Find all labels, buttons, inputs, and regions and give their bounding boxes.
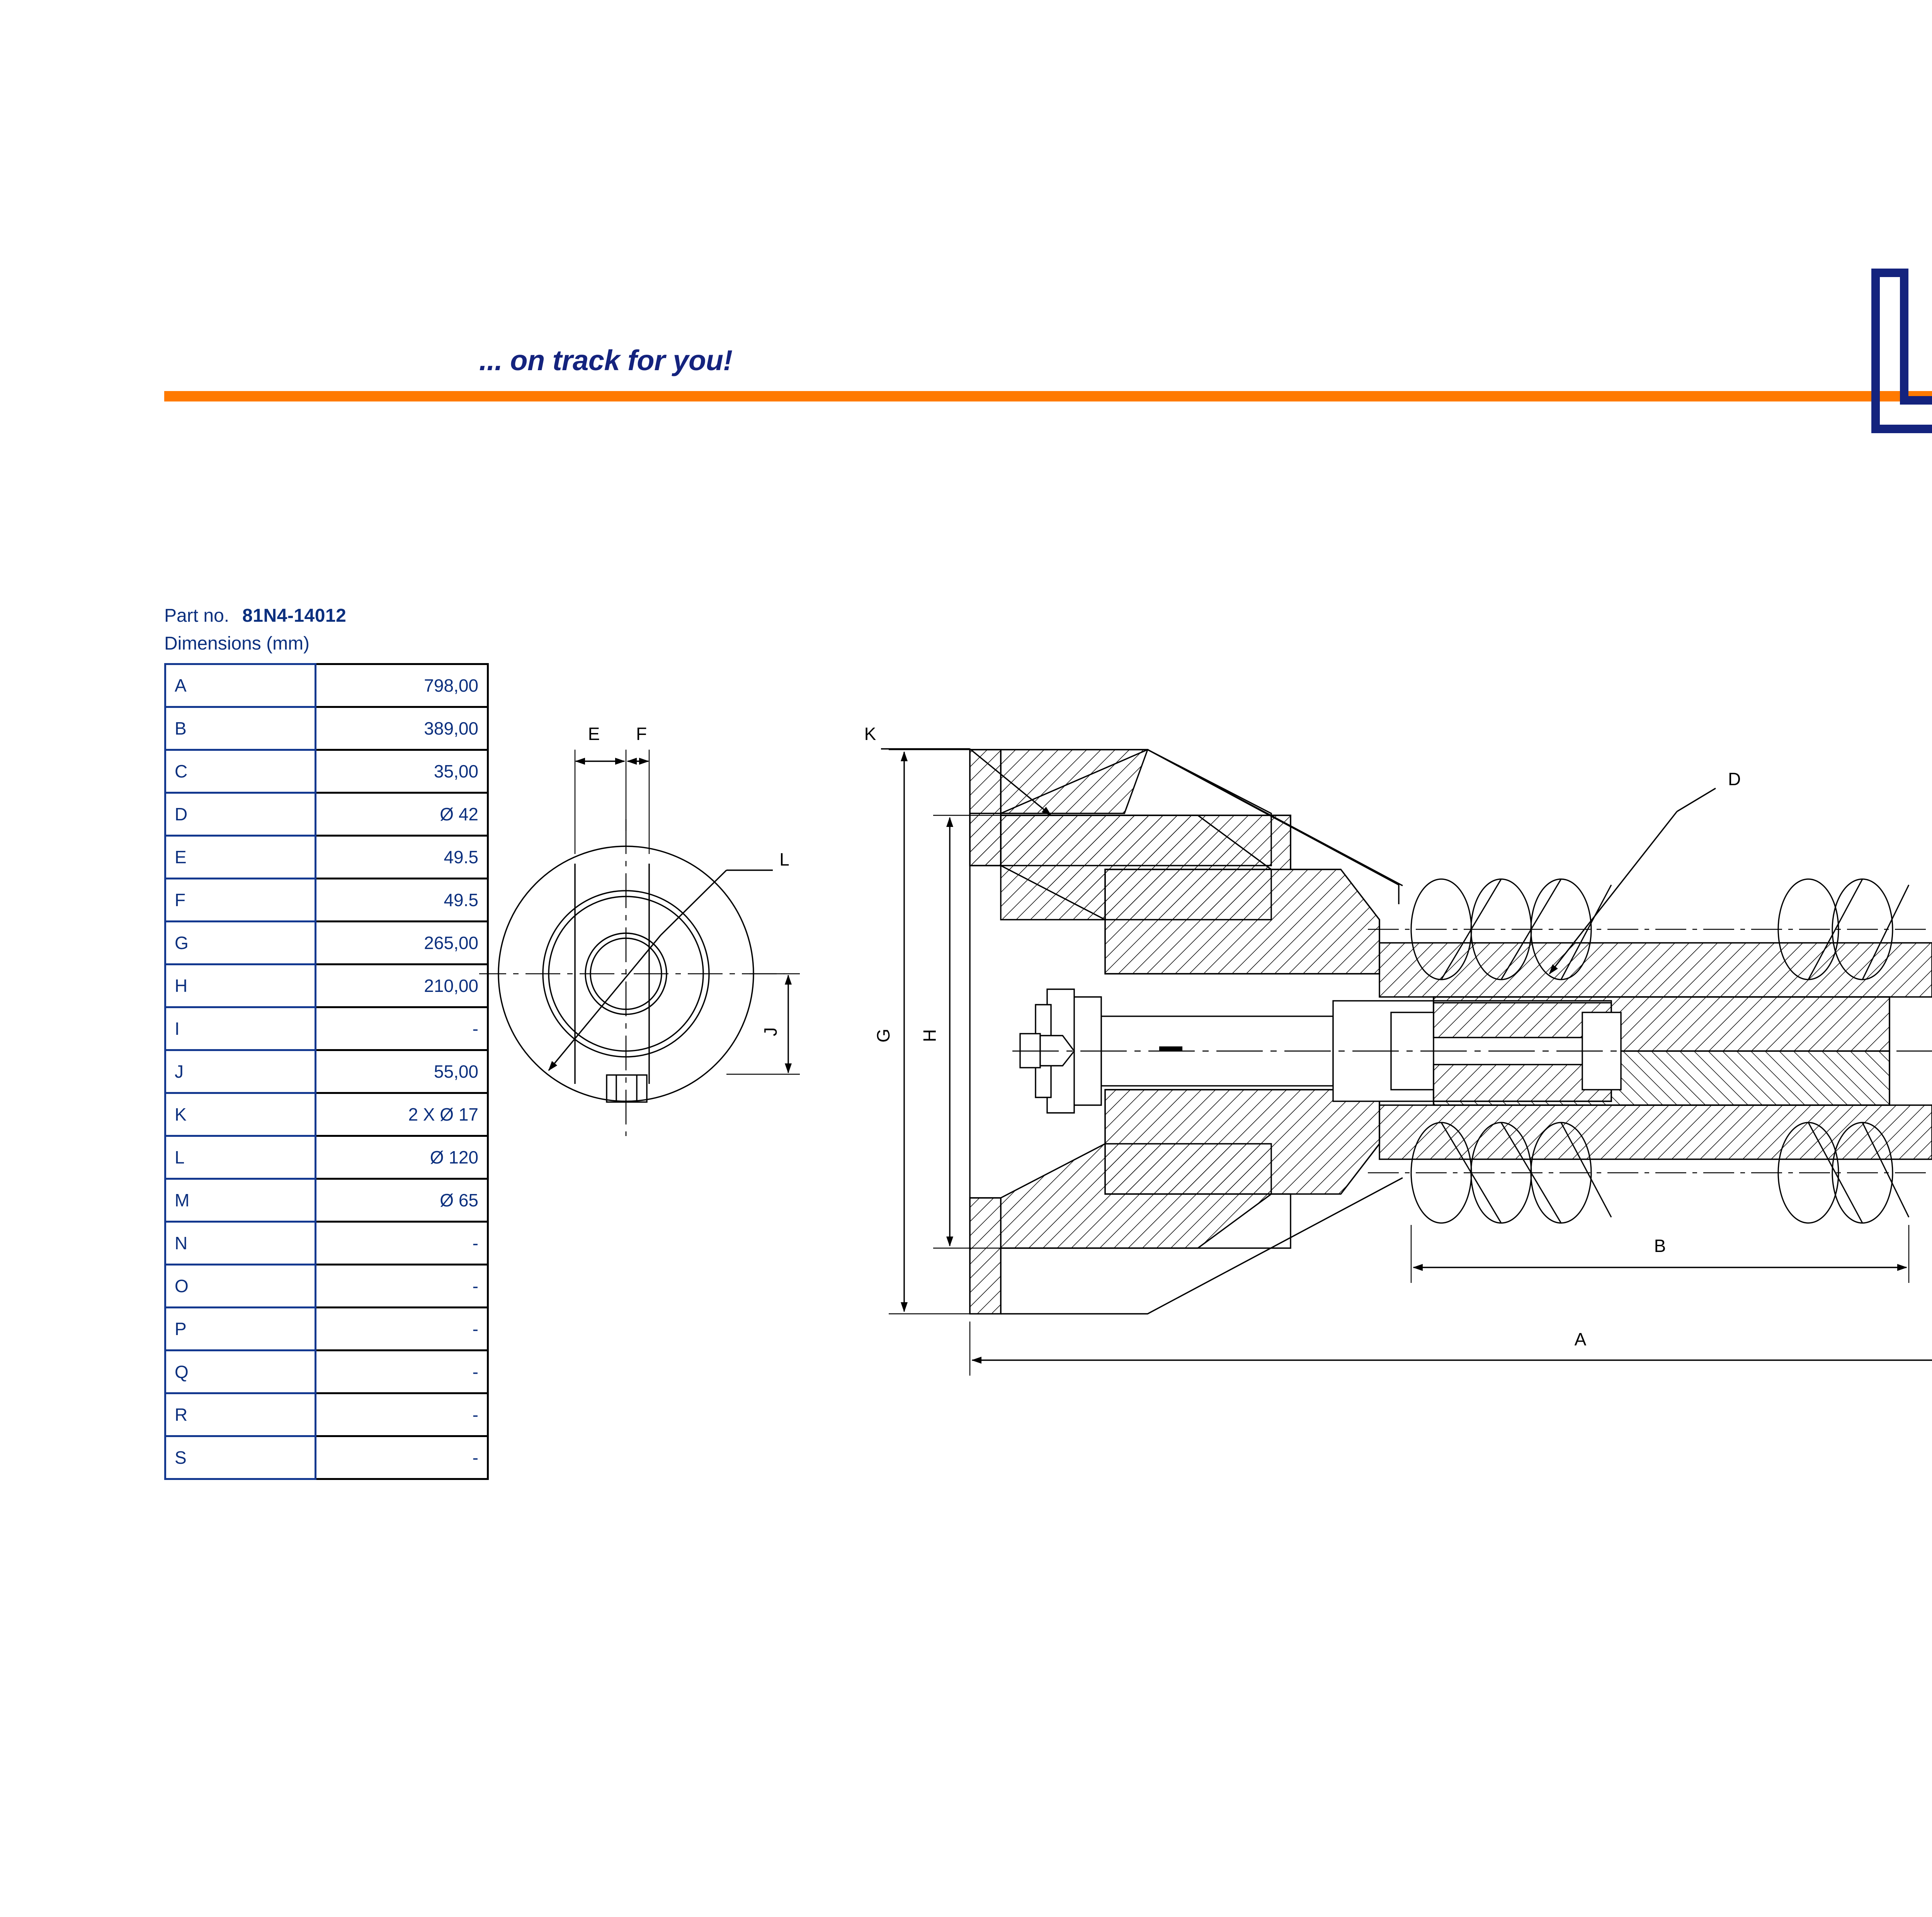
- technical-drawing: E F L J K G H D M B A C: [479, 703, 1932, 1399]
- dimension-key-cell: I: [164, 1006, 316, 1051]
- a-dimension: [969, 1322, 1932, 1376]
- dimension-value-cell: -: [315, 1392, 489, 1437]
- dimension-value-cell: 49.5: [315, 878, 489, 922]
- dimension-key-cell: J: [164, 1049, 316, 1094]
- cone-wall-upper: [1104, 869, 1380, 975]
- dimension-value-cell: Ø 120: [315, 1135, 489, 1180]
- k-leader: [881, 748, 1052, 816]
- dimension-value-cell: -: [315, 1006, 489, 1051]
- label-g: G: [873, 1029, 893, 1043]
- front-circular-view: [479, 750, 800, 1136]
- ef-dimension-group: [574, 750, 650, 854]
- d-leader: [1549, 788, 1716, 975]
- table-row: O-: [164, 1264, 489, 1308]
- dimension-key-cell: H: [164, 963, 316, 1008]
- label-f: F: [636, 724, 647, 744]
- table-row: S-: [164, 1435, 489, 1480]
- g-dimension: [889, 749, 999, 1315]
- dimension-value-cell: -: [315, 1435, 489, 1480]
- logo-icon: R Germany: [1871, 269, 1932, 433]
- dimension-key-cell: L: [164, 1135, 316, 1180]
- table-row: Q-: [164, 1349, 489, 1394]
- dimension-key-cell: D: [164, 792, 316, 837]
- label-l: L: [779, 849, 789, 869]
- dimension-value-cell: 55,00: [315, 1049, 489, 1094]
- part-number-value: 81N4-14012: [242, 606, 347, 626]
- label-h: H: [920, 1029, 940, 1042]
- dimension-key-cell: G: [164, 920, 316, 965]
- dimension-value-cell: Ø 65: [315, 1178, 489, 1223]
- table-row: P-: [164, 1306, 489, 1351]
- spring-coils-upper: [1410, 878, 1910, 980]
- dimension-value-cell: 210,00: [315, 963, 489, 1008]
- dimension-key-cell: O: [164, 1264, 316, 1308]
- label-e: E: [588, 724, 600, 744]
- dimension-value-cell: 265,00: [315, 920, 489, 965]
- part-number-label: Part no.: [164, 606, 230, 626]
- table-row: R-: [164, 1392, 489, 1437]
- dimension-value-cell: 35,00: [315, 749, 489, 794]
- lis-germany-logo: R Germany: [1843, 205, 1932, 452]
- dimensions-caption: Dimensions (mm): [164, 633, 310, 654]
- dimension-value-cell: Ø 42: [315, 792, 489, 837]
- dimension-value-cell: -: [315, 1264, 489, 1308]
- dimension-value-cell: -: [315, 1221, 489, 1266]
- h-dimension: [933, 815, 1001, 1249]
- l-leader-line: [548, 869, 773, 1071]
- body-plate-lower: [1379, 1104, 1932, 1160]
- engineering-drawing-svg: E F L J K G H D M B A C: [479, 724, 1932, 1376]
- label-b: B: [1654, 1236, 1666, 1256]
- table-row: N-: [164, 1221, 489, 1266]
- body-plate-upper: [1379, 942, 1932, 998]
- dimension-value-cell: 798,00: [315, 663, 489, 708]
- dimension-value-cell: 389,00: [315, 706, 489, 751]
- dimension-key-cell: K: [164, 1092, 316, 1137]
- page-header: ... on track for you! R: [0, 0, 1932, 464]
- cone-wall-lower: [1104, 1089, 1380, 1195]
- dimension-key-cell: A: [164, 663, 316, 708]
- dimension-key-cell: P: [164, 1306, 316, 1351]
- dimension-value-cell: -: [315, 1306, 489, 1351]
- dimension-key-cell: E: [164, 835, 316, 879]
- dimension-key-cell: M: [164, 1178, 316, 1223]
- dimension-key-cell: Q: [164, 1349, 316, 1394]
- section-view: [881, 748, 1932, 1376]
- b-dimension: [1410, 1225, 1910, 1283]
- brand-tagline: ... on track for you!: [479, 344, 733, 376]
- dimension-key-cell: B: [164, 706, 316, 751]
- dimension-value-cell: 49.5: [315, 835, 489, 879]
- dimension-value-cell: -: [315, 1349, 489, 1394]
- dimension-key-cell: C: [164, 749, 316, 794]
- orange-divider-rule: [164, 391, 1932, 401]
- dimension-value-cell: 2 X Ø 17: [315, 1092, 489, 1137]
- label-k: K: [864, 724, 876, 744]
- dimension-key-cell: N: [164, 1221, 316, 1266]
- part-number-line: Part no. 81N4-14012: [164, 607, 493, 625]
- label-d: D: [1728, 769, 1741, 789]
- front-view-nipple: [606, 1074, 648, 1103]
- table-row: I-: [164, 1006, 489, 1051]
- label-j: J: [760, 1027, 781, 1036]
- j-dimension-group: [726, 973, 800, 1075]
- bracket-flange-lower: [969, 1197, 1002, 1315]
- dimension-key-cell: R: [164, 1392, 316, 1437]
- dimension-key-cell: F: [164, 878, 316, 922]
- label-a: A: [1575, 1329, 1587, 1349]
- dimension-key-cell: S: [164, 1435, 316, 1480]
